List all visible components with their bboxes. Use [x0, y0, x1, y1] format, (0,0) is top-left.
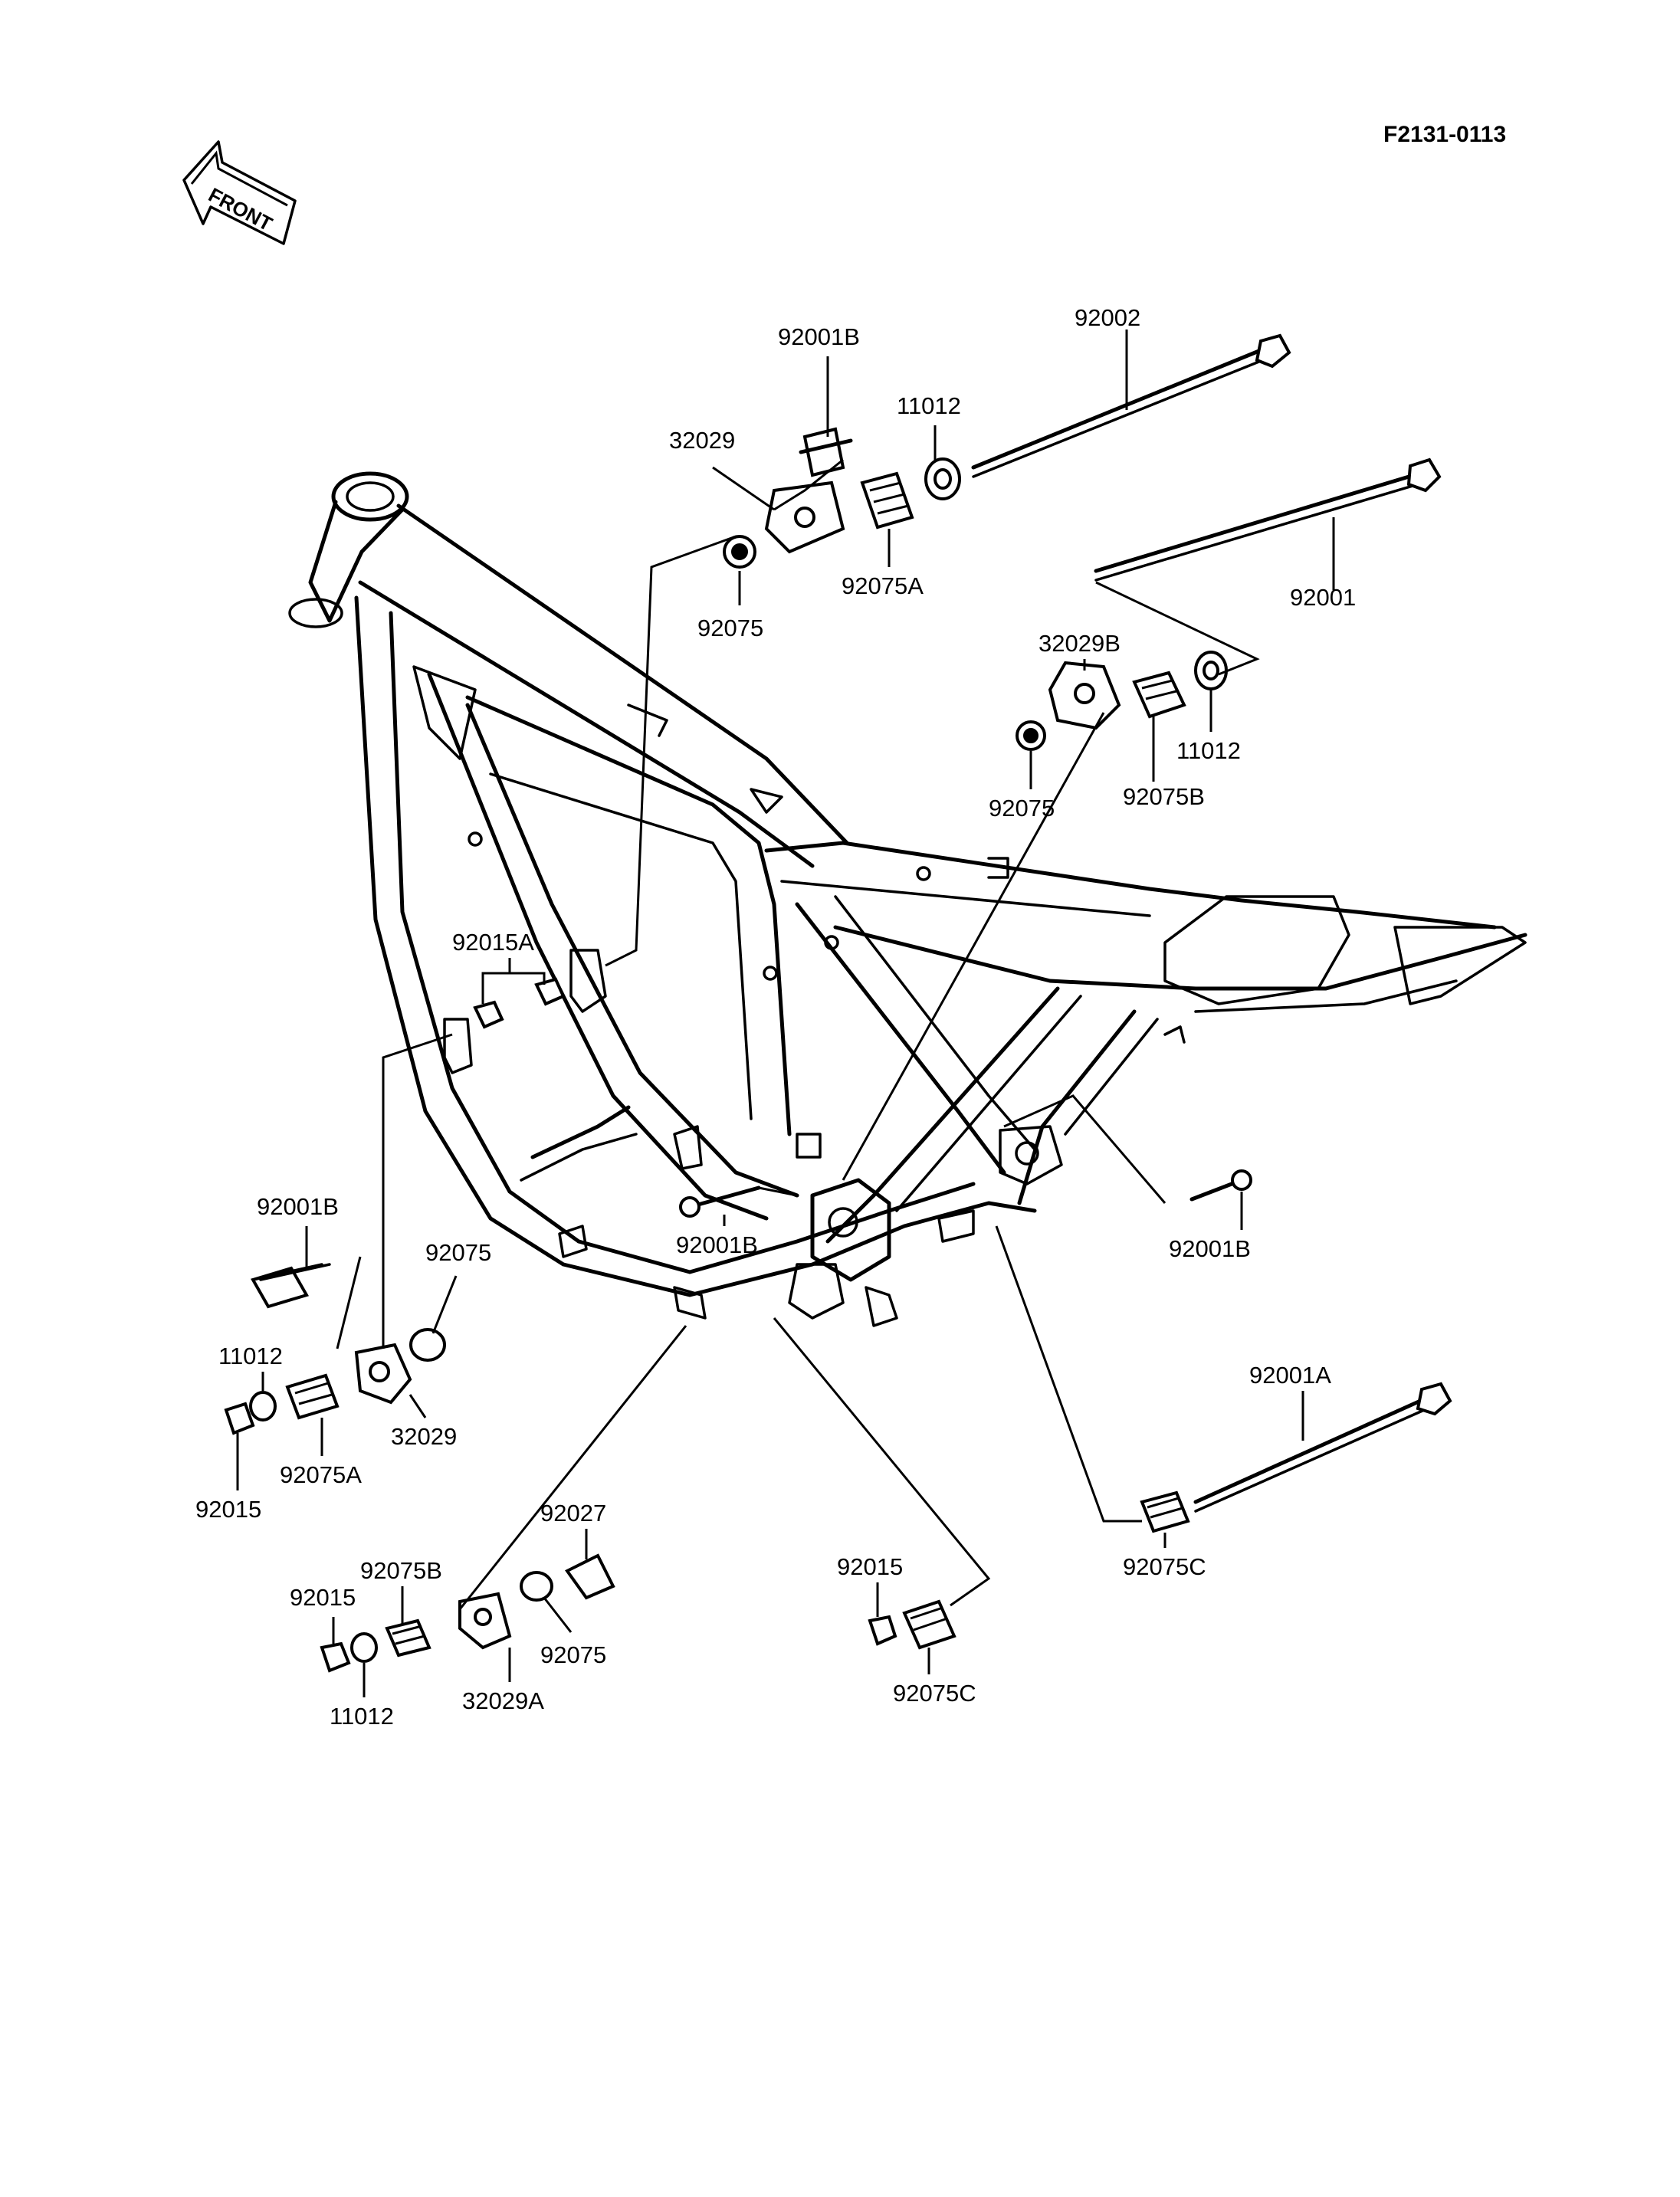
- label-92001B-center: 92001B: [676, 1231, 758, 1258]
- label-92075-mid: 92075: [989, 795, 1055, 821]
- label-92075-bottom: 92075: [540, 1641, 606, 1668]
- label-32029B: 32029B: [1039, 630, 1121, 657]
- label-92027: 92027: [540, 1500, 606, 1526]
- bolt-92001B-left: [259, 1263, 331, 1281]
- label-32029-left: 32029: [391, 1423, 457, 1450]
- diagram-code: F2131-0113: [1383, 122, 1506, 147]
- mount-assembly-center: [868, 1490, 1190, 1650]
- bolt-92001A: [1193, 1382, 1452, 1513]
- label-92015-left: 92015: [195, 1496, 261, 1523]
- label-11012-left: 11012: [218, 1343, 283, 1369]
- label-32029-top: 32029: [669, 427, 735, 454]
- bolt-92001B-top: [799, 438, 853, 454]
- label-92015A: 92015A: [452, 929, 534, 956]
- leader-lines: [236, 330, 1335, 1697]
- part-labels: 92002 92001 92001B 11012 32029 92075 920…: [195, 304, 1356, 1730]
- label-92075A-left: 92075A: [280, 1461, 362, 1488]
- label-92015-bottom: 92015: [290, 1584, 356, 1611]
- label-92075B-bottom: 92075B: [360, 1557, 442, 1584]
- label-92001B-right: 92001B: [1169, 1235, 1251, 1262]
- label-92002: 92002: [1075, 304, 1140, 331]
- label-92001A: 92001A: [1249, 1362, 1331, 1389]
- mount-assembly-left: [224, 1263, 446, 1435]
- label-92075C-right: 92075C: [1123, 1553, 1206, 1580]
- label-11012-top: 11012: [897, 392, 961, 419]
- label-92001B-top: 92001B: [778, 323, 860, 350]
- label-92075-left: 92075: [425, 1239, 491, 1266]
- bolt-92002: [971, 333, 1291, 478]
- bolt-92001: [1094, 457, 1442, 582]
- label-92075C-center: 92075C: [893, 1680, 976, 1707]
- label-11012-bottom: 11012: [330, 1703, 394, 1730]
- label-92001B-left: 92001B: [257, 1193, 339, 1220]
- label-92075A-top: 92075A: [842, 572, 924, 599]
- mount-assembly-top: [723, 427, 961, 569]
- front-arrow-icon: FRONT: [182, 140, 297, 245]
- mount-assembly-mid: [1016, 651, 1228, 751]
- label-11012-mid: 11012: [1176, 737, 1241, 764]
- label-92075B-mid: 92075B: [1123, 783, 1205, 810]
- frame-drawing: [288, 471, 1527, 1327]
- label-92015-center: 92015: [837, 1553, 903, 1580]
- label-92075-top: 92075: [697, 615, 763, 641]
- label-32029A: 32029A: [462, 1687, 544, 1714]
- bolt-92001B-center: [687, 1185, 761, 1209]
- label-92001: 92001: [1290, 584, 1356, 611]
- nut-92015A: [473, 977, 566, 1029]
- mount-assembly-bottom: [320, 1553, 615, 1673]
